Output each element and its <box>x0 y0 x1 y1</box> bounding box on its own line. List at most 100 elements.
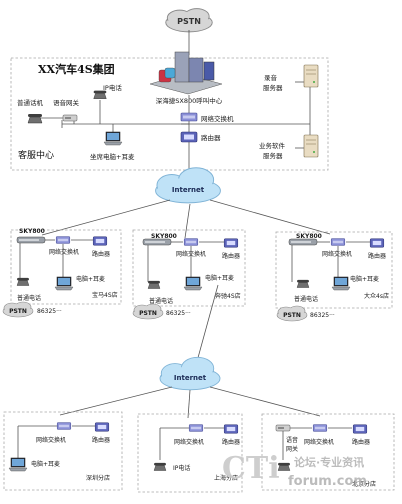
pstn-vw: PSTN 86325··· <box>276 305 335 322</box>
switch-beijing-label: 网络交换机 <box>304 438 334 446</box>
gateway-beijing-label-1: 语音 <box>286 436 298 444</box>
store-vw: SKY800 网络交换机 路由器 普通电话 电脑+耳麦 大众4s店 <box>275 231 393 309</box>
business-server-label-2: 服务器 <box>263 151 283 160</box>
phone-benz <box>147 280 161 289</box>
store-benz: SKY800 网络交换机 路由器 普通电话 电脑+耳麦 奔驰4S店 <box>132 229 246 307</box>
agent-pc-hq <box>103 131 123 146</box>
switch-shenzhen-label: 网络交换机 <box>36 436 66 444</box>
pc-bmw <box>54 276 74 291</box>
gateway-beijing-label-2: 网关 <box>286 445 298 453</box>
gateway-beijing <box>275 424 291 432</box>
router-vw-label: 路由器 <box>368 252 386 260</box>
router-shanghai <box>223 424 239 434</box>
router-bmw <box>92 236 108 246</box>
pstn-benz-number: 86325··· <box>166 310 191 317</box>
switch-shenzhen <box>56 422 72 430</box>
pstn-bmw: PSTN 86325··· <box>2 301 62 318</box>
router-beijing <box>352 424 368 434</box>
pc-shenzhen <box>8 457 28 472</box>
pc-vw <box>331 276 351 291</box>
watermark-brand: CTi <box>222 451 280 486</box>
phone-beijing <box>277 462 291 471</box>
internet-cloud-bottom: Internet <box>159 356 221 391</box>
router-shenzhen <box>94 422 110 432</box>
recording-server <box>303 64 319 88</box>
sky800-benz-label: SKY800 <box>151 233 177 240</box>
pstn-vw-label: PSTN <box>283 312 301 319</box>
switch-bmw-label: 网络交换机 <box>49 248 79 256</box>
pstn-label-hq: PSTN <box>177 17 201 26</box>
store-bmw-name: 宝马4S店 <box>92 291 118 299</box>
watermark-line1: 论坛·专业资讯 <box>294 455 364 469</box>
call-center-server <box>149 51 223 95</box>
router-benz <box>223 238 239 248</box>
internet-cloud-top: Internet <box>154 167 222 204</box>
branch-shanghai-name: 上海分店 <box>214 474 238 482</box>
voice-gateway-hq <box>62 114 78 122</box>
hq-switch-label: 网络交换机 <box>201 114 234 123</box>
pstn-benz: PSTN 86325··· <box>132 303 191 320</box>
sky800-vw-label: SKY800 <box>296 233 322 240</box>
business-server-label-1: 业务软件 <box>259 141 286 150</box>
agent-pc-hq-label: 坐席电脑+耳麦 <box>90 152 135 161</box>
branch-shanghai: 网络交换机 路由器 IP电话 上海分店 <box>137 413 243 493</box>
phone-vw-label: 普通电话 <box>294 295 318 303</box>
branch-shenzhen: 网络交换机 路由器 电脑+耳麦 深圳分店 <box>3 411 123 491</box>
service-center-label: 客服中心 <box>18 149 54 161</box>
internet-label-top: Internet <box>172 186 205 194</box>
store-vw-name: 大众4s店 <box>364 292 389 300</box>
pstn-bmw-number: 86325··· <box>37 308 62 315</box>
ip-phone-shanghai-label: IP电话 <box>173 464 190 472</box>
regular-phone-hq <box>27 113 43 124</box>
router-shanghai-label: 路由器 <box>222 438 240 446</box>
hq-network-switch <box>180 112 198 122</box>
recording-server-label-2: 服务器 <box>263 83 283 92</box>
voice-gateway-hq-label: 语音网关 <box>53 98 80 107</box>
business-server <box>303 134 319 158</box>
pstn-bmw-label: PSTN <box>9 308 27 315</box>
router-bmw-label: 路由器 <box>92 250 110 258</box>
switch-shanghai-label: 网络交换机 <box>174 438 204 446</box>
phone-vw <box>296 279 310 288</box>
branch-shenzhen-name: 深圳分店 <box>86 474 110 482</box>
ip-phone-hq-label: IP电话 <box>103 83 122 92</box>
pc-benz-label: 电脑+耳麦 <box>205 274 234 282</box>
ip-phone-shanghai <box>153 462 167 471</box>
hq-boundary <box>10 57 329 171</box>
hq-router <box>180 131 198 143</box>
recording-server-label-1: 录音 <box>264 73 278 82</box>
hq-router-label: 路由器 <box>201 133 221 142</box>
router-benz-label: 路由器 <box>222 252 240 260</box>
router-vw <box>369 238 385 248</box>
hq-title: XX汽车4S集团 <box>38 62 115 76</box>
watermark-line2: forum.com <box>288 474 367 489</box>
branch-beijing: 语音 网关 网络交换机 路由器 北京分店 <box>261 413 395 491</box>
switch-benz <box>183 238 199 246</box>
switch-beijing <box>312 424 328 432</box>
switch-vw-label: 网络交换机 <box>322 250 352 258</box>
router-beijing-label: 路由器 <box>352 438 370 446</box>
pc-shenzhen-label: 电脑+耳麦 <box>31 460 60 468</box>
internet-label-bottom: Internet <box>174 374 207 382</box>
switch-bmw <box>55 236 71 244</box>
pc-bmw-label: 电脑+耳麦 <box>76 275 105 283</box>
switch-shanghai <box>188 424 204 432</box>
store-benz-name: 奔驰4S店 <box>215 292 241 300</box>
cti-watermark-logo: CTi 论坛·专业资讯 forum.com <box>222 451 367 489</box>
pstn-cloud-hq: PSTN <box>164 7 214 33</box>
pc-benz <box>183 276 203 291</box>
sky800-bmw <box>16 236 46 244</box>
phone-bmw <box>16 277 30 286</box>
router-shenzhen-label: 路由器 <box>92 436 110 444</box>
branch-beijing-name: 北京分店 <box>352 480 376 488</box>
sky800-bmw-label: SKY800 <box>19 228 45 235</box>
switch-vw <box>330 238 346 246</box>
store-bmw: SKY800 网络交换机 路由器 普通电话 电脑+耳麦 宝马4S店 <box>10 228 122 305</box>
phone-bmw-label: 普通电话 <box>17 294 41 302</box>
pc-vw-label: 电脑+耳麦 <box>350 275 379 283</box>
regular-phone-hq-label: 普通话机 <box>17 98 44 107</box>
pstn-vw-number: 86325··· <box>310 312 335 319</box>
phone-benz-label: 普通电话 <box>149 297 173 305</box>
pstn-benz-label: PSTN <box>139 310 157 317</box>
